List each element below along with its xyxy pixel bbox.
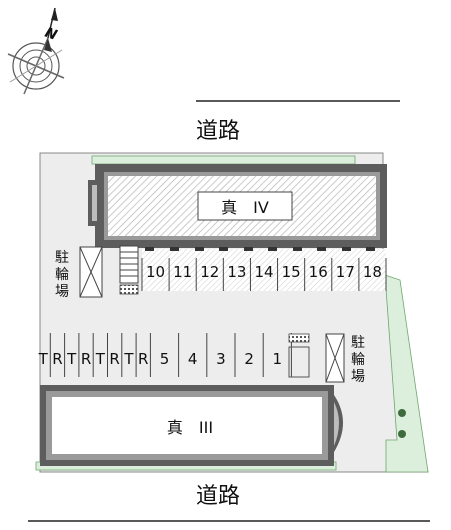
bike-parking-left-char-1: 駐 [55, 250, 69, 266]
bike-parking-right [325, 333, 345, 383]
equipment-box-icon [119, 284, 139, 295]
building-lower-label: 真 III [167, 418, 213, 437]
parking-space-label: 2 [244, 350, 254, 368]
parking-space-label: 10 [146, 263, 165, 281]
north-label: N [43, 25, 60, 44]
greenery-right [384, 274, 429, 473]
small-enclosure [288, 346, 310, 378]
upper-parking-spaces: 10 11 12 13 14 15 16 17 18 [141, 258, 387, 291]
top-road-label: 道路 [196, 119, 240, 144]
parking-space-label: T [38, 350, 49, 368]
parking-space-label: R [109, 350, 119, 368]
north-arrow-icon [51, 8, 58, 21]
upper-parking-stops [145, 247, 375, 251]
greenery-top [91, 155, 356, 165]
parking-space-label: 17 [336, 263, 355, 281]
stairs-icon [119, 245, 139, 284]
parking-space-label: 13 [227, 263, 246, 281]
parking-space-label: 18 [363, 263, 382, 281]
parking-space-label: 16 [309, 263, 328, 281]
bike-parking-right-char-1: 駐 [351, 335, 365, 351]
shrub-icon [398, 409, 406, 417]
parking-space-label: 12 [200, 263, 219, 281]
upper-parking-area [142, 249, 386, 291]
shrub-icon [398, 430, 406, 438]
parking-space-label: 1 [273, 350, 283, 368]
parking-space-label: T [66, 350, 77, 368]
parking-space-label: 5 [160, 350, 170, 368]
parking-space-label: R [81, 350, 91, 368]
building-upper-label: 真 IV [221, 198, 269, 217]
bike-parking-left [79, 246, 103, 298]
bike-parking-right-char-2: 輪 [351, 351, 365, 368]
equipment-box-icon [288, 333, 310, 343]
parking-space-label: 14 [254, 263, 273, 281]
bike-parking-right-char-3: 場 [351, 369, 365, 385]
parking-space-label: R [52, 350, 62, 368]
parking-space-label: 15 [282, 263, 301, 281]
parking-space-label: 3 [216, 350, 226, 368]
bike-parking-left-char-2: 輪 [55, 266, 69, 283]
bike-parking-left-char-3: 場 [55, 284, 69, 300]
building-lower: 真 III [40, 385, 343, 466]
parking-space-label: R [138, 350, 148, 368]
parking-space-label: T [123, 350, 134, 368]
building-upper: 真 IV [88, 164, 387, 248]
parking-space-label: T [95, 350, 106, 368]
bottom-road-label: 道路 [196, 484, 240, 509]
compass-rose-icon [7, 7, 65, 95]
parking-space-label: 4 [188, 350, 198, 368]
parking-space-label: 11 [173, 263, 192, 281]
